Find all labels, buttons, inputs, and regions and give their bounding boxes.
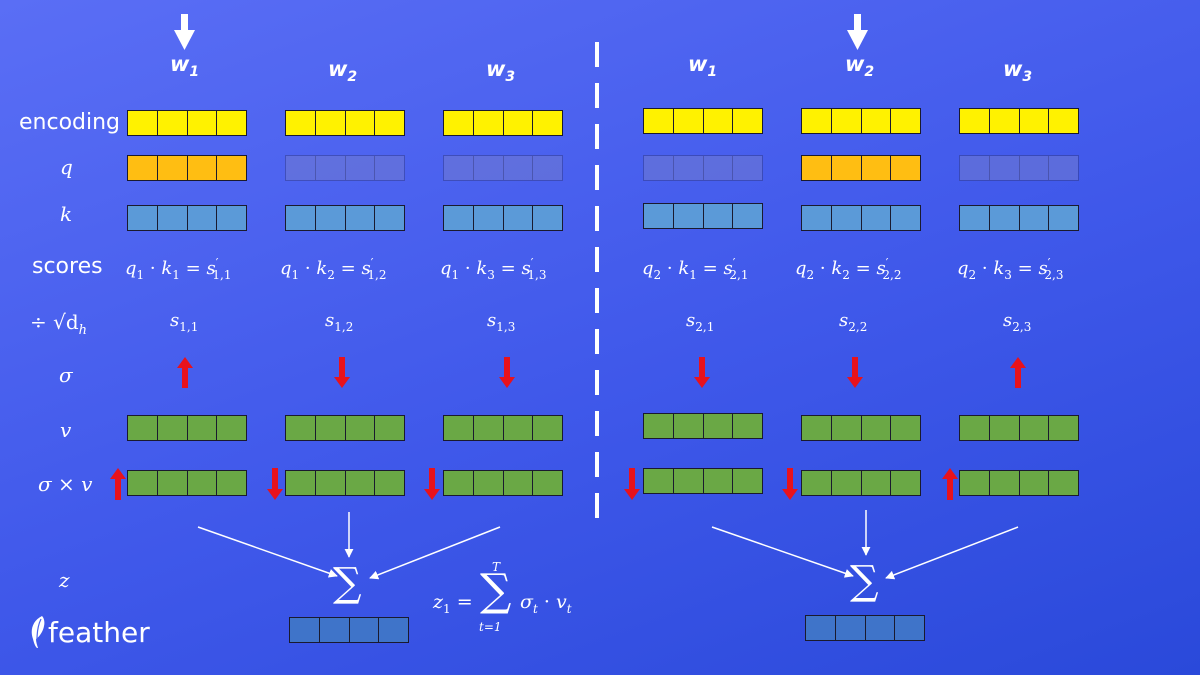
formula-summation-symbol: ∑: [480, 565, 512, 616]
weighted-value-down-arrow: [424, 468, 440, 500]
key-vector: [801, 205, 921, 231]
encoding-vector: [959, 108, 1079, 134]
query-vector-inactive: [643, 155, 763, 181]
encoding-vector: [643, 108, 763, 134]
key-vector: [127, 205, 247, 231]
formula-upper-limit: T: [492, 560, 501, 574]
query-vector-active: [127, 155, 247, 181]
scaled-score: s1,2: [325, 310, 354, 334]
query-vector-inactive: [443, 155, 563, 181]
value-vector: [443, 415, 563, 441]
scaled-score: s2,3: [1003, 310, 1032, 334]
scaled-score: s1,1: [170, 310, 199, 334]
row-label-q: q: [60, 155, 73, 179]
weighted-value-down-arrow: [782, 468, 798, 500]
weighted-value-down-arrow: [624, 468, 640, 500]
feather-icon: [31, 616, 45, 648]
attention-weight-down-arrow: [499, 357, 515, 388]
value-vector: [285, 415, 405, 441]
query-vector-inactive: [959, 155, 1079, 181]
scaled-score: s2,1: [686, 310, 715, 334]
weighted-value-vector: [801, 470, 921, 496]
attention-weight-down-arrow: [334, 357, 350, 388]
value-vector: [643, 413, 763, 439]
row-label-sigma: σ: [59, 363, 73, 387]
weighted-value-up-arrow: [942, 468, 958, 500]
sum-arrow: [369, 526, 501, 580]
key-vector: [959, 205, 1079, 231]
value-vector: [801, 415, 921, 441]
key-vector: [285, 205, 405, 231]
key-vector: [643, 203, 763, 229]
attention-weight-down-arrow: [694, 357, 710, 388]
score-equation: q1 · k2 = s′1,2: [280, 256, 387, 282]
word-label-3: w3: [1003, 57, 1033, 86]
weighted-value-vector: [285, 470, 405, 496]
sum-arrow: [711, 526, 854, 578]
value-vector: [127, 415, 247, 441]
encoding-vector: [285, 110, 405, 136]
attention-weight-up-arrow: [1010, 357, 1026, 388]
word-label-2: w2: [328, 57, 358, 86]
logo-text: feather: [48, 616, 150, 649]
row-label-encoding: encoding: [19, 110, 121, 135]
weighted-value-vector: [959, 470, 1079, 496]
weighted-value-vector: [443, 470, 563, 496]
scaled-score: s1,3: [487, 310, 516, 334]
attention-weight-down-arrow: [847, 357, 863, 388]
attention-weight-up-arrow: [177, 357, 193, 388]
score-equation: q2 · k3 = s′2,3: [957, 256, 1064, 282]
query-vector-inactive: [285, 155, 405, 181]
sum-arrow: [885, 526, 1019, 580]
row-label-z: z: [59, 568, 70, 592]
row-label-v: v: [60, 418, 72, 442]
weighted-value-vector: [127, 470, 247, 496]
row-label-k: k: [60, 202, 73, 226]
encoding-vector: [801, 108, 921, 134]
score-equation: q2 · k1 = s′2,1: [642, 256, 749, 282]
focus-arrow-down: [174, 14, 195, 50]
row-label-scores: scores: [32, 254, 103, 279]
word-label-1: w1: [688, 52, 718, 81]
score-equation: q1 · k1 = s′1,1: [125, 256, 232, 282]
sum-arrow: [197, 526, 338, 578]
summation-symbol: ∑: [850, 558, 879, 604]
weighted-value-up-arrow: [110, 468, 126, 500]
output-vector: [805, 615, 925, 641]
output-vector: [289, 617, 409, 643]
score-equation: q1 · k3 = s′1,3: [440, 256, 547, 282]
weighted-value-vector: [643, 468, 763, 494]
value-vector: [959, 415, 1079, 441]
encoding-vector: [443, 110, 563, 136]
encoding-vector: [127, 110, 247, 136]
row-label-scale: ÷ √dh: [30, 310, 88, 338]
word-label-2: w2: [845, 52, 875, 81]
formula-term: σt · vt: [520, 591, 572, 616]
word-label-3: w3: [486, 57, 516, 86]
focus-arrow-down: [847, 14, 868, 50]
feather-logo: feather: [28, 615, 150, 649]
row-label-sigma-times-v: σ × v: [38, 472, 93, 496]
scaled-score: s2,2: [839, 310, 868, 334]
query-vector-active: [801, 155, 921, 181]
key-vector: [443, 205, 563, 231]
word-label-1: w1: [170, 52, 200, 81]
score-equation: q2 · k2 = s′2,2: [795, 256, 902, 282]
weighted-value-down-arrow: [267, 468, 283, 500]
formula-lower-limit: t=1: [479, 620, 502, 634]
formula-lhs: z1 =: [433, 591, 473, 616]
